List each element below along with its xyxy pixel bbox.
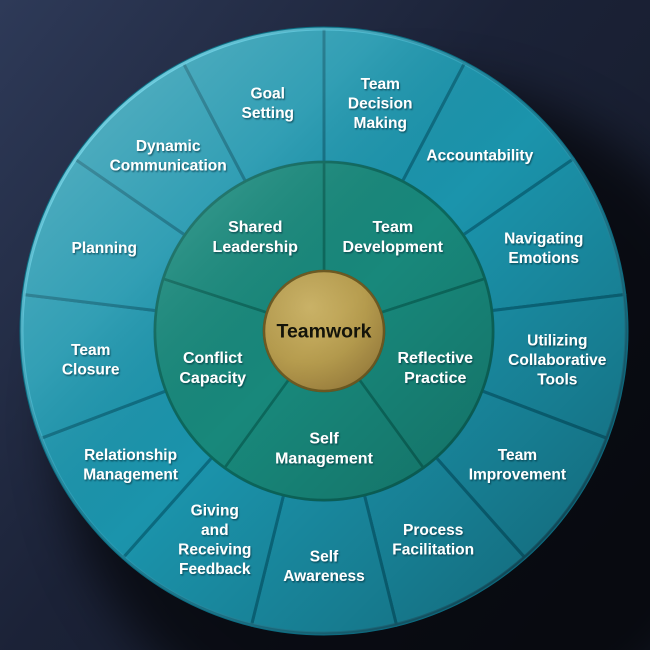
outer-ring-label-accountability: Accountability [426, 148, 533, 165]
outer-rim-highlight [20, 27, 628, 635]
hub-label: Teamwork [276, 321, 371, 343]
outer-ring-label-planning: Planning [72, 240, 137, 257]
